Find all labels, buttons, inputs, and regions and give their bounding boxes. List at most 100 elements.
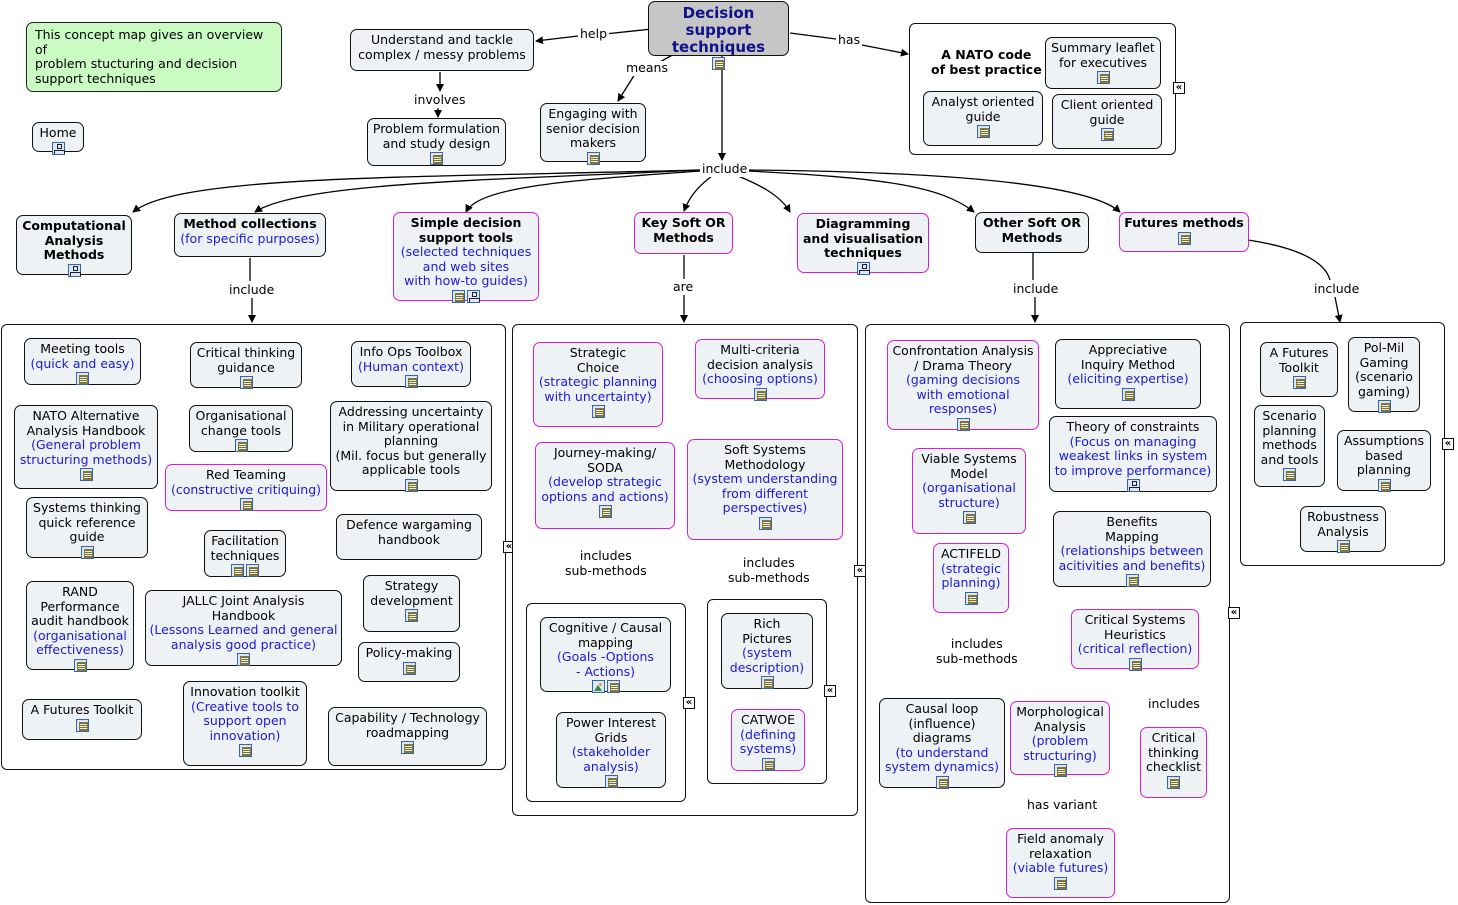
document-icon[interactable] [976,125,990,139]
collapse-toggle-icon[interactable]: « [1173,82,1185,94]
submap-icon[interactable] [1126,479,1140,493]
node-benefits-mapping[interactable]: Benefits Mapping (relationships between … [1053,511,1211,588]
document-icon[interactable] [452,289,465,303]
node-systems-thinking[interactable]: Systems thinking quick reference guide [26,497,148,559]
collapse-toggle-icon[interactable]: « [683,697,695,709]
cat-other-soft-or[interactable]: Other Soft OR Methods [975,212,1089,253]
document-icon[interactable] [1167,775,1180,789]
cat-diagramming[interactable]: Diagramming and visualisation techniques [797,213,929,275]
node-rich-pictures[interactable]: Rich Pictures (system description) [721,613,813,690]
document-icon[interactable] [239,376,253,390]
image-icon[interactable] [591,680,605,694]
node-red-teaming[interactable]: Red Teaming (constructive critiquing) [165,464,327,512]
document-icon[interactable] [586,151,600,165]
node-org-change[interactable]: Organisational change tools [189,405,293,453]
node-understand[interactable]: Understand and tackle complex / messy pr… [350,29,534,71]
document-icon[interactable] [1377,478,1391,492]
document-icon[interactable] [1125,574,1139,588]
document-icon[interactable] [1377,400,1391,414]
submap-icon[interactable] [67,263,81,277]
node-summary-leaflet[interactable]: Summary leaflet for executives [1045,37,1161,89]
document-icon[interactable] [1177,231,1191,245]
node-pol-mil-gaming[interactable]: Pol-Mil Gaming (scenario gaming) [1348,337,1420,414]
node-strategy-development[interactable]: Strategy development [363,575,460,632]
node-theory-of-constraints[interactable]: Theory of constraints (Focus on managing… [1049,416,1217,493]
node-robustness-analysis[interactable]: Robustness Analysis [1300,506,1386,554]
node-meeting-tools[interactable]: Meeting tools (quick and easy) [24,338,141,386]
document-icon[interactable] [1054,876,1067,890]
document-icon[interactable] [76,372,89,386]
node-power-interest[interactable]: Power Interest Grids (stakeholder analys… [556,712,666,789]
node-analyst-guide[interactable]: Analyst oriented guide [923,91,1043,146]
document-icon[interactable] [1283,468,1296,482]
submap-icon[interactable] [51,141,65,155]
document-icon[interactable] [238,744,252,758]
document-icon[interactable] [246,564,259,578]
submap-icon[interactable] [856,261,870,275]
node-policy-making[interactable]: Policy-making [358,642,460,682]
document-icon[interactable] [598,505,612,519]
document-icon[interactable] [430,152,443,166]
node-innovation-toolkit[interactable]: Innovation toolkit (Creative tools to su… [183,681,307,766]
collapse-toggle-icon[interactable]: « [824,685,836,697]
document-icon[interactable] [758,516,772,530]
cat-method-collections[interactable]: Method collections (for specific purpose… [174,213,326,257]
node-facilitation[interactable]: Facilitation techniques [204,530,286,578]
document-icon[interactable] [604,775,618,789]
document-icon[interactable] [753,387,767,401]
node-critical-thinking[interactable]: Critical thinking guidance [190,342,302,390]
document-icon[interactable] [962,511,976,525]
document-icon[interactable] [231,564,244,578]
document-icon[interactable] [79,468,93,482]
node-strategic-choice[interactable]: Strategic Choice (strategic planning wit… [533,342,663,427]
node-info-ops[interactable]: Info Ops Toolbox (Human context) [351,341,471,389]
document-icon[interactable] [75,718,89,732]
node-journey-soda[interactable]: Journey-making/ SODA (develop strategic … [535,442,675,529]
node-jallc[interactable]: JALLC Joint Analysis Handbook (Lessons L… [145,590,342,667]
document-icon[interactable] [1128,657,1142,671]
node-addressing-uncertainty[interactable]: Addressing uncertainty in Military opera… [330,401,492,492]
document-icon[interactable] [1096,71,1110,85]
node-assumptions-planning[interactable]: Assumptions based planning [1337,430,1431,492]
document-icon[interactable] [237,653,250,667]
node-appreciative-inquiry[interactable]: Appreciative Inquiry Method (eliciting e… [1055,339,1201,409]
node-defence-wargaming[interactable]: Defence wargaming handbook [336,514,482,560]
submap-icon[interactable] [467,289,480,303]
cat-key-soft-or[interactable]: Key Soft OR Methods [634,212,733,254]
node-mcda[interactable]: Multi-criteria decision analysis (choosi… [695,339,825,401]
document-icon[interactable] [234,439,248,453]
node-ssm[interactable]: Soft Systems Methodology (system underst… [687,439,843,540]
cat-computational[interactable]: Computational Analysis Methods [16,215,132,277]
node-futures-toolkit-mc[interactable]: A Futures Toolkit [22,699,142,740]
node-confrontation[interactable]: Confrontation Analysis / Drama Theory (g… [887,340,1039,431]
node-morphological[interactable]: Morphological Analysis (problem structur… [1010,701,1110,778]
root-node[interactable]: Decision support techniques [648,1,789,70]
node-catwoe[interactable]: CATWOE (defining systems) [731,709,805,771]
document-icon[interactable] [402,661,416,675]
document-icon[interactable] [761,757,775,771]
cat-simple-tools[interactable]: Simple decision support tools (selected … [393,212,539,303]
document-icon[interactable] [73,658,87,672]
document-icon[interactable] [760,676,774,690]
document-icon[interactable] [404,478,418,492]
document-icon[interactable] [404,375,418,389]
node-cognitive-mapping[interactable]: Cognitive / Causal mapping (Goals -Optio… [540,617,671,694]
document-icon[interactable] [1121,387,1135,401]
document-icon[interactable] [712,57,725,70]
document-icon[interactable] [401,741,414,755]
node-nato-alt[interactable]: NATO Alternative Analysis Handbook (Gene… [14,405,158,489]
node-scenario-planning[interactable]: Scenario planning methods and tools [1254,405,1325,487]
document-icon[interactable] [935,775,949,789]
collapse-toggle-icon[interactable]: « [1442,438,1454,450]
document-icon[interactable] [80,545,94,559]
node-client-guide[interactable]: Client oriented guide [1052,94,1162,149]
node-rand[interactable]: RAND Performance audit handbook (organis… [26,581,134,672]
node-viable-systems[interactable]: Viable Systems Model (organisational str… [912,448,1026,534]
node-critical-systems-heuristics[interactable]: Critical Systems Heuristics (critical re… [1071,609,1199,671]
node-engaging[interactable]: Engaging with senior decision makers [540,103,646,165]
document-icon[interactable] [1100,128,1114,142]
node-causal-loop[interactable]: Causal loop (influence) diagrams (to und… [879,698,1005,789]
node-capability-roadmapping[interactable]: Capability / Technology roadmapping [328,707,487,766]
node-futures-toolkit[interactable]: A Futures Toolkit [1260,342,1338,397]
document-icon[interactable] [591,405,605,419]
